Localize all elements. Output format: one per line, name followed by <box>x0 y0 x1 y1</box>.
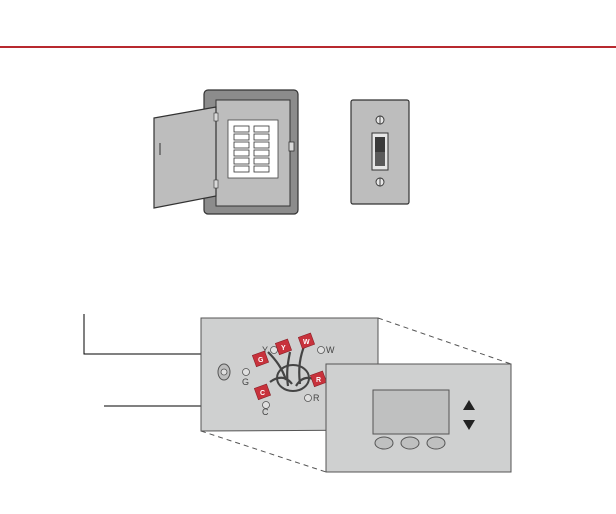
wire-tag-r: R <box>316 377 321 384</box>
thermostat-button-right <box>427 437 445 449</box>
terminal-g-label: G <box>242 377 249 387</box>
wire-tag-y: Y <box>281 345 286 352</box>
wire-tag-c: C <box>260 390 265 397</box>
breaker-panel-icon <box>154 90 298 214</box>
thermostat-button-middle <box>401 437 419 449</box>
thermostat-button-left <box>375 437 393 449</box>
terminal-w-label: W <box>326 345 335 355</box>
wire-tag-w: W <box>303 339 310 346</box>
terminal-c-label: C <box>262 407 269 417</box>
terminal-r-label: R <box>313 393 320 403</box>
light-switch-icon <box>351 100 409 204</box>
wire-tag-g: G <box>258 357 264 364</box>
thermostat-icon <box>326 364 511 472</box>
